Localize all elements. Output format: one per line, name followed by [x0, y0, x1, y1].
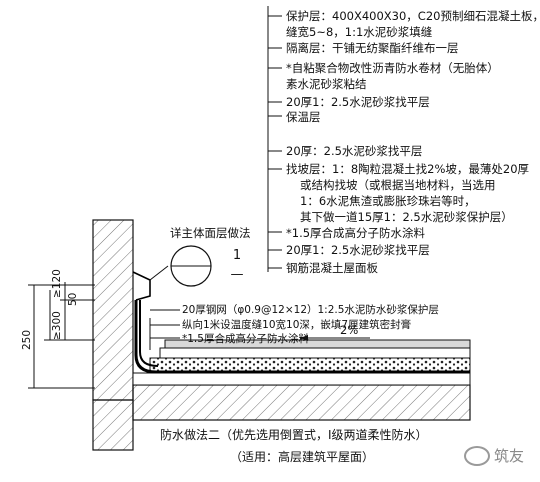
- chat-bubble-icon: [464, 445, 490, 466]
- dim-300: ≥300: [51, 311, 63, 340]
- detail-ref-number: 1: [232, 248, 242, 263]
- insulation-layer: [159, 347, 471, 359]
- protective-mortar: [139, 300, 159, 367]
- lower-wall: [92, 399, 134, 451]
- parapet-note-mesh: 20厚钢网（φ0.9@12×12）1:2.5水泥防水砂浆保护层: [182, 304, 439, 316]
- flashing-detail: [132, 271, 151, 301]
- watermark: 筑友: [464, 445, 524, 466]
- leveling-layer: [132, 372, 471, 386]
- parapet-wall: [92, 219, 134, 401]
- layer-label-protection: 保护层：400X400X30，C20预制细石混凝土板，: [286, 9, 540, 23]
- roof-slab: [132, 384, 471, 421]
- dim-250: 250: [21, 329, 33, 350]
- dimension-lines: [28, 282, 95, 389]
- detail-leader: [149, 265, 169, 281]
- detail-ref-sheet: —: [230, 267, 244, 282]
- layer-label-insulation: 保温层: [286, 110, 321, 124]
- layer-label-slab: 钢筋混凝土屋面板: [286, 261, 378, 275]
- parapet-note-joint: 纵向1米设温度缝10宽10深，嵌填7厘建筑密封膏: [182, 319, 412, 331]
- layer-label-screed-2: 20厚：2.5水泥砂浆找平层: [286, 144, 423, 158]
- layer-label-screed-1: 20厚1：2.5水泥砂浆找平层: [286, 95, 430, 109]
- slope-label: 2%: [340, 323, 359, 337]
- watermark-text: 筑友: [494, 447, 525, 465]
- layer-label-slope-4: 其下做一道15厚1：2.5水泥砂浆保护层）: [300, 210, 513, 224]
- layer-label-slope: 找坡层：1：8陶粒混凝土找2%坡，最薄处20厚: [286, 162, 530, 176]
- layer-label-slope-2: 或结构找坡（或根据当地材料，当选用: [300, 178, 496, 192]
- layer-label-slope-3: 1：6水泥焦渣或膨胀珍珠岩等时，: [300, 194, 476, 208]
- caption-subtitle: （适用：高层建筑平屋面）: [230, 450, 375, 464]
- layer-label-isolation: 隔离层：干铺无纺聚酯纤维布一层: [286, 41, 459, 55]
- detail-ref-bubble: 1 —: [168, 243, 244, 289]
- layer-label-screed-3: 20厚1：2.5水泥砂浆找平层: [286, 243, 430, 257]
- layer-label-bond: 素水泥砂浆粘结: [286, 77, 367, 91]
- leader-ticks: [268, 15, 282, 269]
- protection-board: [164, 339, 471, 349]
- caption-title: 防水做法二（优先选用倒置式，I级两道柔性防水）: [160, 428, 428, 442]
- layer-label-joint: 缝宽5~8，1:1水泥砂浆填缝: [286, 25, 433, 39]
- parapet-note-coating: *1.5厚合成高分子防水涂料: [182, 333, 309, 345]
- dim-50: 50: [67, 292, 79, 306]
- dim-120: ≥120: [51, 269, 63, 298]
- layer-label-membrane: *自粘聚合物改性沥青防水卷材（无胎体）: [286, 61, 499, 75]
- layer-label-coating: *1.5厚合成高分子防水涂料: [286, 226, 426, 240]
- detail-ref-label: 详主体面层做法: [170, 226, 251, 240]
- waterproof-membrane: [134, 300, 470, 374]
